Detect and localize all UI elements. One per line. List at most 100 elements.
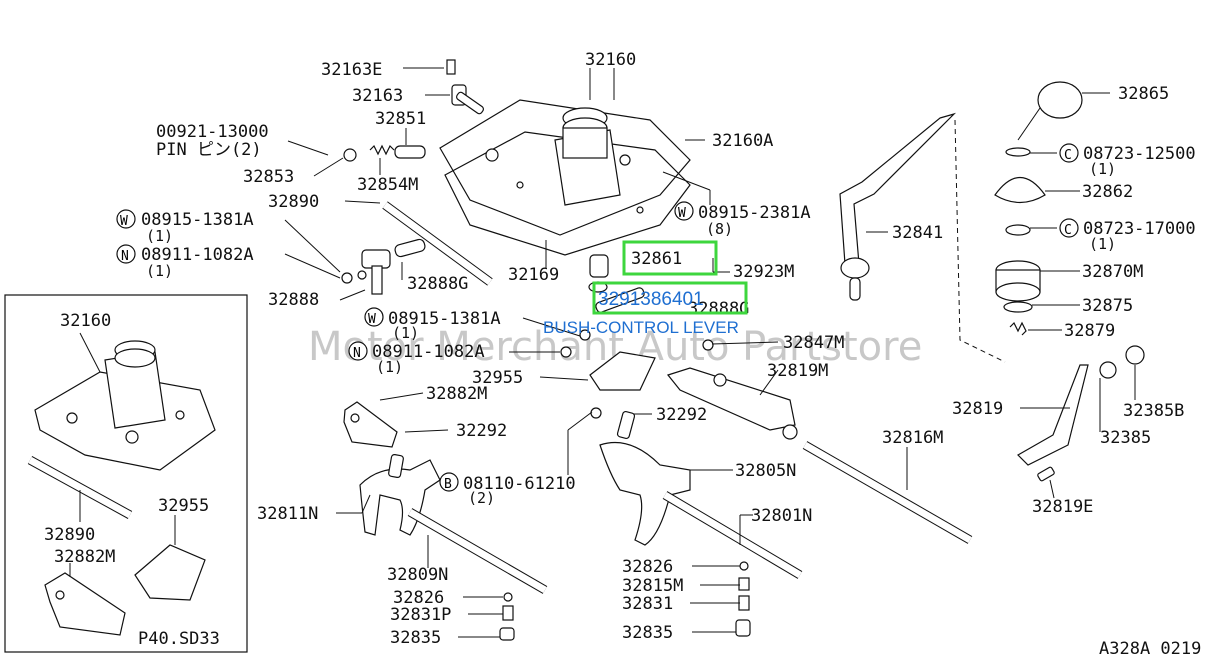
label-32831p: 32831P [390,605,451,625]
label-32955: 32955 [472,368,523,388]
svg-text:N: N [353,346,361,361]
label-32851: 32851 [375,109,426,129]
label-32847m: 32847M [783,333,844,353]
label-32854m: 32854M [357,175,418,195]
lever-32819 [1017,345,1145,482]
label-32801n: 32801N [751,506,812,526]
symbol-n-2: N [348,341,368,361]
leader-lines [284,67,1136,638]
label-32835-b: 32835 [622,623,673,643]
label-qty-1b: (1) [146,262,173,280]
label-32862: 32862 [1082,182,1133,202]
label-qty-8: (8) [706,220,733,238]
label-32853: 32853 [243,167,294,187]
label-32169: 32169 [508,265,559,285]
symbol-w-3: W [364,307,384,327]
label-32888: 32888 [268,290,319,310]
label-32385b: 32385B [1123,401,1184,421]
label-32875: 32875 [1082,296,1133,316]
svg-text:W: W [678,206,686,221]
label-32890: 32890 [268,192,319,212]
inset-label-32160: 32160 [60,311,111,331]
symbol-c-1: C [1059,143,1079,163]
lever-32888 [341,238,426,295]
bracket-32882m [343,401,398,448]
label-32882m: 32882M [426,384,487,404]
highlighted-part-32861[interactable]: 32861 3291386401 BUSH-CONTROL LEVER [543,240,748,337]
shaft-32816m [802,441,973,544]
label-08915-1381a: 08915-1381A [141,210,254,230]
svg-text:B: B [444,477,452,492]
symbol-n-1: N [116,244,136,264]
label-32292-b: 32292 [656,405,707,425]
label-32819e: 32819E [1032,497,1093,517]
part-labels: 32163E 32160 32163 32851 00921-13000 PIN… [116,50,1201,659]
fork-32811n [359,454,441,536]
label-32805n: 32805N [735,461,796,481]
label-32811n: 32811N [257,504,318,524]
label-32841: 32841 [892,223,943,243]
label-08915-2381a: 08915-2381A [698,203,811,223]
label-qty-1a: (1) [146,227,173,245]
detent-parts [499,561,751,641]
label-32831: 32831 [622,594,673,614]
inset-panel: 32160 32890 32955 32882M P40.SD33 [4,294,248,653]
shaft-32890 [382,201,493,286]
lever-32819m [666,367,798,440]
label-qty-1f: (1) [1089,235,1116,253]
label-pin: PIN ピン(2) [156,140,262,160]
svg-text:W: W [368,312,376,327]
label-32826-b: 32826 [622,557,673,577]
shaft-32809n [407,508,548,594]
shift-lever-32841 [839,112,1006,363]
label-32816m: 32816M [882,428,943,448]
label-32835-a: 32835 [390,628,441,648]
diagram-code: A328A 0219 [1099,639,1201,659]
highlight-part-name[interactable]: BUSH-CONTROL LEVER [543,318,739,337]
label-32870m: 32870M [1082,262,1143,282]
label-qty-2: (2) [468,489,495,507]
label-32163: 32163 [352,86,403,106]
symbol-w-1: W [116,209,136,229]
label-08915-1381a-2: 08915-1381A [388,309,501,329]
label-qty-1d: (1) [376,358,403,376]
symbol-b: B [439,472,459,492]
svg-text:C: C [1064,223,1072,238]
fork-32805n [599,410,691,546]
label-08911-1082a-2: 08911-1082A [372,342,485,362]
label-32888g: 32888G [407,274,468,294]
label-qty-1e: (1) [1089,160,1116,178]
symbol-c-2: C [1059,218,1079,238]
label-08723-12500: 08723-12500 [1083,144,1196,164]
inset-label-32890: 32890 [44,525,95,545]
label-32819m: 32819M [767,361,828,381]
right-side-parts [994,81,1083,336]
label-32815m: 32815M [622,576,683,596]
inset-label-32955: 32955 [158,496,209,516]
bracket-32955 [589,339,714,419]
label-08911-1082a: 08911-1082A [141,245,254,265]
inset-code: P40.SD33 [138,629,220,649]
symbol-w-2: W [674,201,694,221]
label-qty-1c: (1) [392,324,419,342]
label-08723-17000: 08723-17000 [1083,219,1196,239]
control-housing-assembly [439,99,691,256]
highlight-part-number[interactable]: 3291386401 [598,289,704,310]
label-32865: 32865 [1118,84,1169,104]
label-32826-a: 32826 [393,588,444,608]
inset-label-32882m: 32882M [54,547,115,567]
small-parts-top-left [343,59,485,162]
label-32160: 32160 [585,50,636,70]
label-00921-13000: 00921-13000 [156,122,269,142]
svg-text:W: W [120,214,128,229]
label-32809n: 32809N [387,565,448,585]
label-32292-a: 32292 [456,421,507,441]
svg-text:N: N [121,249,129,264]
svg-text:C: C [1064,148,1072,163]
label-32819: 32819 [952,399,1003,419]
label-32923m: 32923M [733,262,794,282]
label-08110-61210: 08110-61210 [463,474,576,494]
label-32861: 32861 [631,249,682,269]
